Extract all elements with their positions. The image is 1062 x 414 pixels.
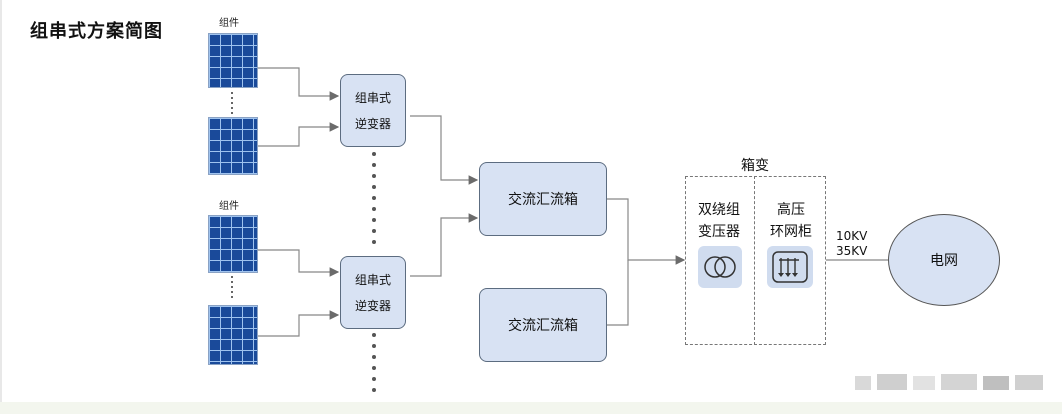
ring-main-label-line1: 高压	[777, 202, 805, 218]
line-panel2-inv1	[258, 122, 340, 147]
inverter-label-line2: 逆变器	[354, 298, 391, 313]
inverter-label-line1: 组串式	[354, 272, 391, 287]
ring-main-label-line2: 环网柜	[770, 224, 812, 240]
inverter-label-line2: 逆变器	[354, 116, 391, 131]
line-comb2-box	[607, 260, 629, 326]
voltage-label-10kv: 10KV	[836, 229, 868, 243]
string-inverter-1: 组串式 逆变器	[340, 74, 406, 147]
line-panel4-inv2	[258, 310, 340, 337]
ac-combiner-box-1: 交流汇流箱	[479, 162, 607, 236]
power-grid: 电网	[888, 214, 1000, 306]
ring-main-unit-icon	[767, 246, 813, 288]
transformer-label-line1: 双绕组	[698, 202, 740, 218]
solar-panel-icon	[208, 33, 258, 88]
solar-panel-icon	[208, 117, 258, 175]
combiner-label: 交流汇流箱	[508, 318, 578, 334]
voltage-label-35kv: 35KV	[836, 244, 868, 258]
line-panel1-inv1	[258, 67, 340, 101]
vertical-ellipsis	[231, 92, 233, 117]
ring-main-unit-label: 高压 环网柜	[762, 199, 820, 243]
line-panel3-inv2	[258, 249, 340, 277]
left-edge	[0, 0, 2, 414]
transformer-label: 双绕组 变压器	[690, 199, 748, 243]
grid-label: 电网	[930, 253, 958, 269]
line-inv2-comb1	[410, 213, 479, 277]
page-title: 组串式方案简图	[30, 21, 163, 42]
inverter-label-line1: 组串式	[354, 90, 391, 105]
transformer-label-line2: 变压器	[698, 224, 740, 240]
box-transformer-container	[685, 176, 826, 345]
inverter-ellipsis-bottom	[372, 333, 376, 399]
box-transformer-label: 箱变	[741, 158, 769, 174]
bottom-strip	[0, 402, 1062, 414]
module-label-top: 组件	[219, 18, 239, 29]
solar-panel-icon	[208, 215, 258, 273]
line-inv1-comb1	[410, 115, 479, 185]
module-label-bottom: 组件	[219, 201, 239, 212]
string-inverter-2: 组串式 逆变器	[340, 256, 406, 329]
ac-combiner-box-2: 交流汇流箱	[479, 288, 607, 362]
solar-panel-icon	[208, 305, 258, 365]
combiner-label: 交流汇流箱	[508, 192, 578, 208]
line-comb1-box	[607, 198, 686, 265]
inverter-ellipsis-top	[372, 152, 376, 251]
transformer-icon	[698, 246, 742, 288]
vertical-ellipsis	[231, 276, 233, 301]
box-transformer-divider	[754, 176, 755, 345]
watermark	[855, 372, 1045, 392]
